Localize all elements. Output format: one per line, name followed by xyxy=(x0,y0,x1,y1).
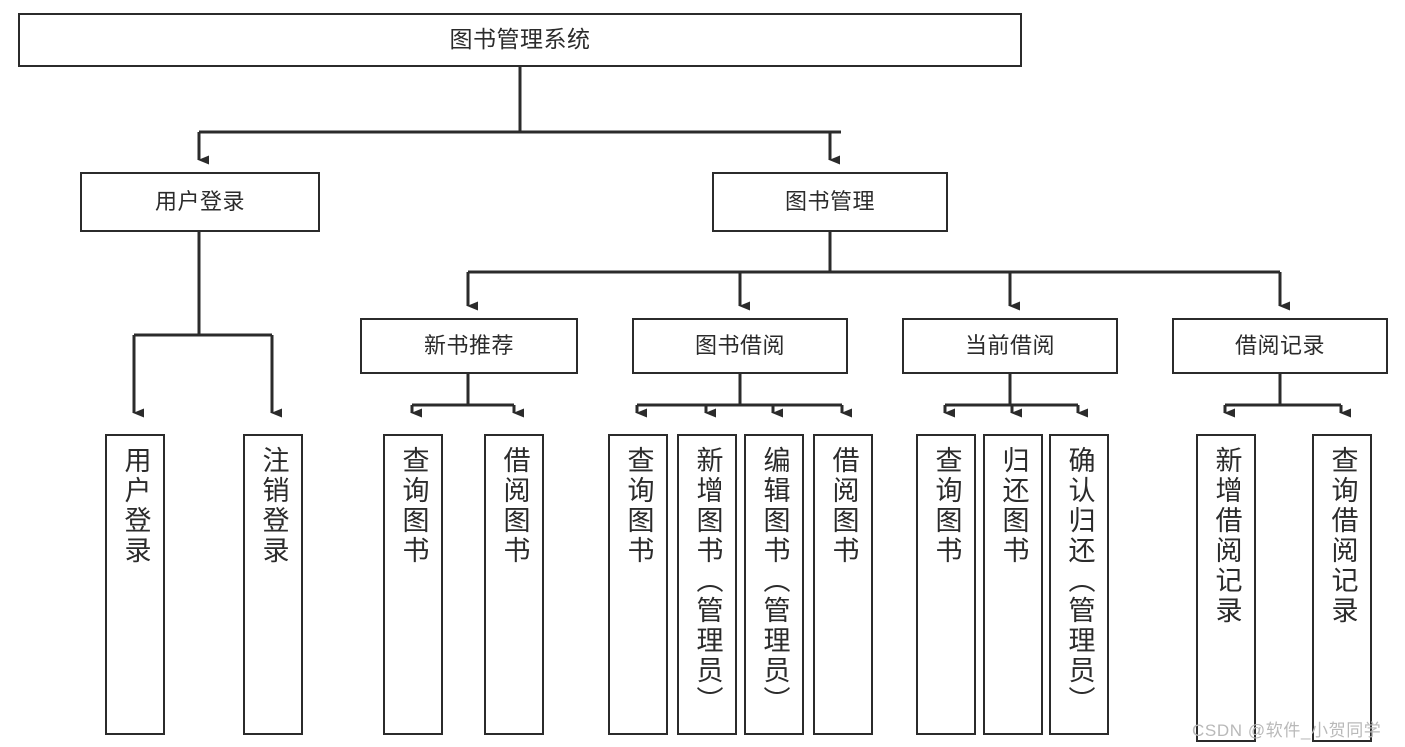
node-leaf-borrow-record-add[interactable]: 新增借阅记录 xyxy=(1196,434,1256,742)
node-label: 注销登录 xyxy=(258,446,289,566)
csdn-watermark: CSDN @软件_小贺同学 xyxy=(1192,721,1382,740)
node-label: 借阅记录 xyxy=(1234,333,1325,359)
node-borrowing-record[interactable]: 借阅记录 xyxy=(1172,318,1388,374)
node-label: 编辑图书（管理员） xyxy=(759,446,790,716)
node-label: 查询图书 xyxy=(931,446,962,566)
node-label: 归还图书 xyxy=(998,446,1029,566)
node-label: 图书管理 xyxy=(784,189,875,215)
node-label: 查询图书 xyxy=(398,446,429,566)
node-label: 图书管理系统 xyxy=(449,26,591,53)
node-book-borrowing[interactable]: 图书借阅 xyxy=(632,318,848,374)
node-leaf-book-borrow-add[interactable]: 新增图书（管理员） xyxy=(677,434,737,735)
node-leaf-new-book-query[interactable]: 查询图书 xyxy=(383,434,443,735)
node-user-login[interactable]: 用户登录 xyxy=(80,172,320,232)
node-leaf-current-borrow-query[interactable]: 查询图书 xyxy=(916,434,976,735)
node-leaf-book-borrow-edit[interactable]: 编辑图书（管理员） xyxy=(744,434,804,735)
node-label: 查询图书 xyxy=(623,446,654,566)
node-leaf-current-borrow-confirm-return[interactable]: 确认归还（管理员） xyxy=(1049,434,1109,735)
node-label: 借阅图书 xyxy=(499,446,530,566)
node-label: 新增图书（管理员） xyxy=(692,446,723,716)
node-label: 用户登录 xyxy=(120,446,151,566)
node-current-borrowing[interactable]: 当前借阅 xyxy=(902,318,1118,374)
node-root-book-management-system[interactable]: 图书管理系统 xyxy=(18,13,1022,67)
node-leaf-current-borrow-return[interactable]: 归还图书 xyxy=(983,434,1043,735)
node-label: 确认归还（管理员） xyxy=(1064,446,1095,716)
node-leaf-user-login-logout[interactable]: 注销登录 xyxy=(243,434,303,735)
node-book-management[interactable]: 图书管理 xyxy=(712,172,948,232)
node-leaf-book-borrow-query[interactable]: 查询图书 xyxy=(608,434,668,735)
node-label: 借阅图书 xyxy=(828,446,859,566)
node-label: 新书推荐 xyxy=(423,333,514,359)
node-leaf-borrow-record-query[interactable]: 查询借阅记录 xyxy=(1312,434,1372,742)
node-label: 查询借阅记录 xyxy=(1327,446,1358,626)
node-leaf-book-borrow-borrow[interactable]: 借阅图书 xyxy=(813,434,873,735)
node-new-book-recommendation[interactable]: 新书推荐 xyxy=(360,318,578,374)
node-leaf-new-book-borrow[interactable]: 借阅图书 xyxy=(484,434,544,735)
node-label: 用户登录 xyxy=(154,189,245,215)
node-label: 图书借阅 xyxy=(694,333,785,359)
node-leaf-user-login-signin[interactable]: 用户登录 xyxy=(105,434,165,735)
node-label: 当前借阅 xyxy=(964,333,1055,359)
node-label: 新增借阅记录 xyxy=(1211,446,1242,626)
